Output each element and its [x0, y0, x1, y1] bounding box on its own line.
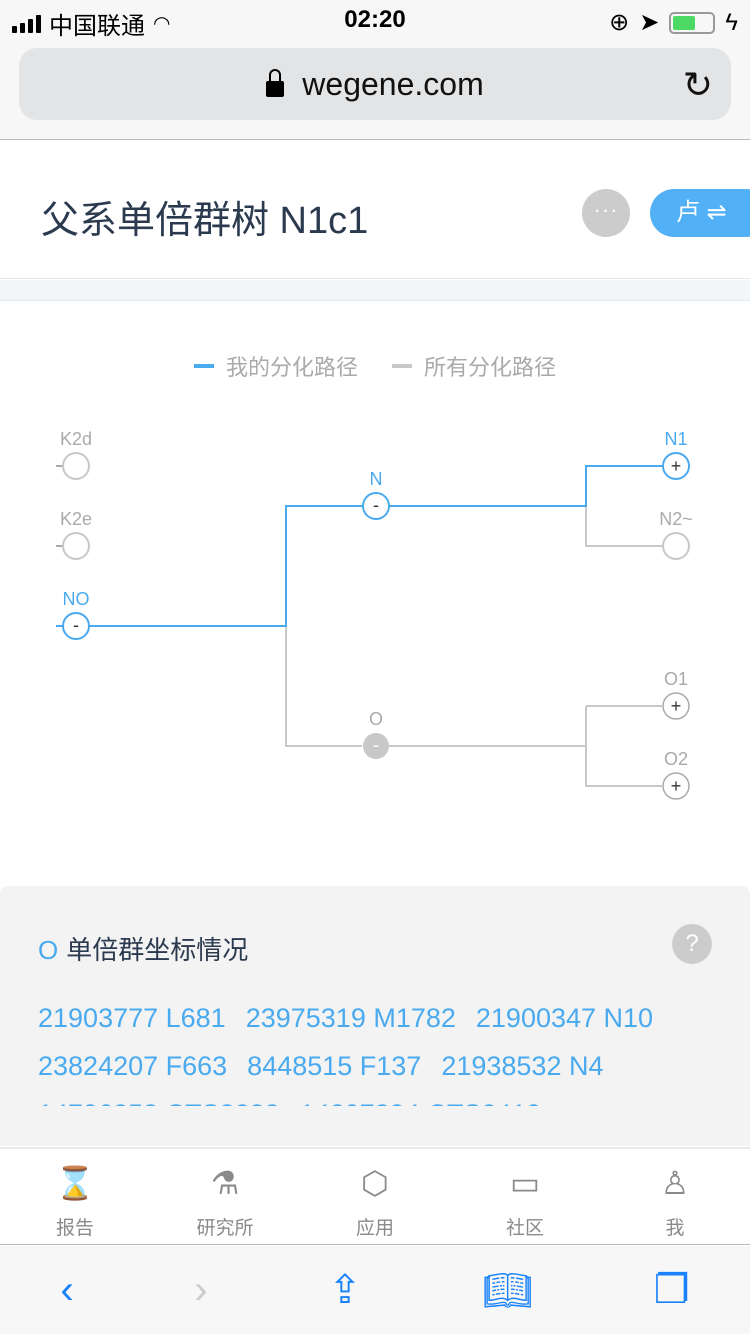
svg-text:O1: O1 [664, 669, 688, 689]
more-button[interactable]: ··· [582, 189, 630, 237]
page-header: 父系单倍群树 N1c1 ··· 卢 ⇌ [0, 141, 750, 279]
dna-icon: ⌛ [55, 1165, 95, 1201]
tab-apps[interactable]: ⬡应用 [300, 1149, 450, 1244]
flask-icon: ⚗ [210, 1165, 240, 1201]
node-O2[interactable]: + O2 [662, 749, 690, 800]
forward-icon[interactable]: › [194, 1267, 208, 1312]
reload-icon[interactable]: ↻ [682, 64, 713, 105]
tab-report[interactable]: ⌛报告 [0, 1149, 150, 1244]
snp-item: 8448515 F137 [247, 1051, 422, 1081]
node-O1[interactable]: + O1 [662, 669, 690, 720]
bookmarks-icon[interactable]: 📖︎ [482, 1268, 534, 1313]
snp-item: 21900347 N10 [475, 1003, 654, 1033]
help-button[interactable]: ? [672, 924, 712, 964]
snp-item: 21903777 L681 [38, 1003, 226, 1033]
lock-icon [266, 69, 285, 97]
page-title: 父系单倍群树 N1c1 [41, 200, 369, 242]
svg-text:K2e: K2e [60, 509, 92, 529]
snp-list: 21903777 L681 23975319 M1782 21900347 N10 2… [38, 994, 718, 1106]
tab-institute[interactable]: ⚗研究所 [150, 1149, 300, 1244]
svg-text:N2~: N2~ [659, 509, 693, 529]
svg-text:O: O [369, 709, 383, 729]
snp-item: 23975319 M1782 [245, 1003, 456, 1033]
signal-icon [12, 14, 41, 33]
carrier: 中国联通 [49, 13, 145, 40]
tab-me[interactable]: ♙我 [600, 1149, 750, 1244]
chat-icon: ▭ [509, 1165, 541, 1201]
branch-n2 [585, 506, 662, 547]
snp-item: 14796358 CTS3283 [38, 1090, 280, 1106]
snp-item: 21938532 N4 [441, 1051, 604, 1081]
branch-mine [56, 465, 662, 627]
svg-text:NO: NO [63, 589, 90, 609]
node-K2d[interactable]: K2d [60, 429, 92, 480]
node-N[interactable]: -N [362, 469, 390, 520]
app-tab-bar: ⌛报告 ⚗研究所 ⬡应用 ▭社区 ♙我 [0, 1147, 750, 1245]
branch-gray [285, 626, 662, 787]
node-NO[interactable]: - NO [62, 589, 90, 640]
tabs-icon[interactable]: ❐ [653, 1268, 690, 1312]
section-divider [0, 280, 750, 301]
svg-text:K2d: K2d [60, 429, 92, 449]
snp-item: 14297894 CTS2419 [300, 1090, 542, 1106]
rotation-lock-icon: ⊕ [609, 9, 630, 36]
svg-text:-: - [373, 735, 379, 755]
svg-text:-: - [373, 495, 379, 515]
legend-mine: 我的分化路径 [193, 350, 358, 382]
node-N2[interactable]: N2~ [659, 509, 693, 560]
svg-text:N: N [370, 469, 383, 489]
node-N1[interactable]: + N1 [662, 429, 690, 480]
share-icon[interactable]: ⇪ [328, 1268, 362, 1312]
tree-legend: 我的分化路径 所有分化路径 [0, 350, 750, 382]
person-icon: ♙ [660, 1165, 690, 1201]
node-O[interactable]: -O [363, 709, 389, 759]
charging-icon: ϟ [725, 8, 738, 36]
url-text: wegene.com [302, 65, 484, 102]
battery-icon [669, 11, 716, 34]
svg-text:+: + [671, 456, 682, 476]
svg-text:+: + [671, 696, 682, 716]
svg-text:+: + [671, 776, 682, 796]
cube-icon: ⬡ [361, 1165, 389, 1201]
svg-text:N1: N1 [664, 429, 687, 449]
status-bar: 中国联通 ◠ 02:20 ⊕ ➤ ϟ [0, 0, 750, 40]
switch-person-button[interactable]: 卢 ⇌ [650, 189, 750, 237]
clock: 02:20 [344, 6, 406, 33]
snp-item: 23824207 F663 [38, 1051, 228, 1081]
wifi-icon: ◠ [153, 13, 171, 35]
svg-text:-: - [73, 615, 79, 635]
location-icon: ➤ [639, 9, 660, 36]
back-icon[interactable]: ‹ [60, 1267, 74, 1312]
browser-toolbar: ‹ › ⇪ 📖︎ ❐ [0, 1246, 750, 1334]
node-K2e[interactable]: K2e [60, 509, 92, 560]
haplogroup-tree: K2d K2e -NO -N -O +N1 N2~ +O1 +O2 [56, 429, 693, 800]
address-bar[interactable]: wegene.com ↻ [19, 48, 731, 120]
tab-community[interactable]: ▭社区 [450, 1149, 600, 1244]
legend-all: 所有分化路径 [392, 350, 556, 382]
svg-text:O2: O2 [664, 749, 688, 769]
